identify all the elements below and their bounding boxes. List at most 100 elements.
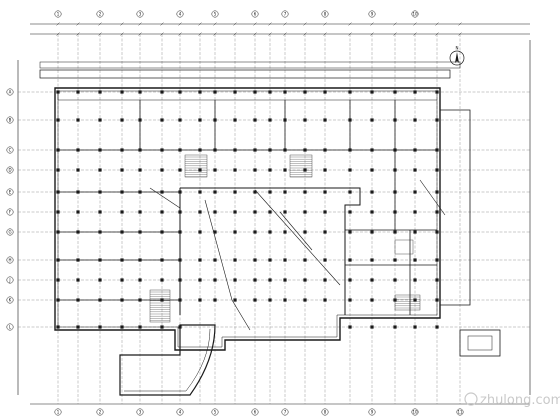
column-12 <box>76 118 80 122</box>
column-29 <box>98 258 102 262</box>
column-35 <box>120 148 124 152</box>
column-77 <box>198 90 202 94</box>
column-95 <box>213 278 217 282</box>
column-160 <box>348 168 352 172</box>
grid-bubble-top-3: 3 <box>136 10 144 18</box>
grid-bubble-left-D: D <box>6 166 14 174</box>
column-70 <box>178 190 182 194</box>
column-109 <box>253 148 257 152</box>
column-107 <box>253 90 257 94</box>
column-190 <box>413 90 417 94</box>
column-20 <box>76 298 80 302</box>
column-208 <box>435 258 439 262</box>
column-24 <box>98 148 102 152</box>
column-88 <box>213 118 217 122</box>
svg-text:8: 8 <box>324 11 327 16</box>
grid-bubble-left-H: H <box>6 256 14 264</box>
column-73 <box>178 258 182 262</box>
column-55 <box>160 90 164 94</box>
svg-text:K: K <box>9 297 12 302</box>
column-78 <box>198 118 202 122</box>
column-119 <box>268 148 272 152</box>
column-9 <box>56 298 60 302</box>
column-125 <box>268 278 272 282</box>
dimension-ticks <box>56 22 462 36</box>
column-120 <box>268 168 272 172</box>
column-74 <box>178 278 182 282</box>
svg-text:11: 11 <box>457 409 463 414</box>
column-72 <box>178 230 182 234</box>
column-185 <box>393 230 397 234</box>
column-197 <box>413 258 417 262</box>
column-114 <box>253 258 257 262</box>
svg-text:3: 3 <box>139 11 142 16</box>
column-90 <box>213 168 217 172</box>
column-183 <box>393 190 397 194</box>
svg-text:4: 4 <box>179 11 182 16</box>
column-173 <box>370 210 374 214</box>
column-174 <box>370 230 374 234</box>
interior-walls <box>58 100 437 315</box>
column-80 <box>198 168 202 172</box>
grid-bubble-bottom-9: 9 <box>368 408 376 416</box>
column-43 <box>120 325 124 329</box>
column-116 <box>253 298 257 302</box>
column-103 <box>233 230 237 234</box>
column-87 <box>213 90 217 94</box>
column-33 <box>120 90 124 94</box>
north-arrow: N <box>449 46 465 66</box>
svg-text:1: 1 <box>57 11 60 16</box>
column-115 <box>253 278 257 282</box>
column-67 <box>178 118 182 122</box>
column-63 <box>160 278 164 282</box>
column-110 <box>253 168 257 172</box>
svg-text:E: E <box>9 189 12 194</box>
grid-bubble-left-L: L <box>6 323 14 331</box>
column-140 <box>303 168 307 172</box>
column-7 <box>56 258 60 262</box>
column-193 <box>413 168 417 172</box>
column-53 <box>138 298 142 302</box>
column-112 <box>253 210 257 214</box>
column-205 <box>435 190 439 194</box>
column-163 <box>348 230 352 234</box>
column-0 <box>56 90 60 94</box>
column-17 <box>76 230 80 234</box>
svg-text:5: 5 <box>214 11 217 16</box>
column-11 <box>76 90 80 94</box>
column-51 <box>138 258 142 262</box>
column-96 <box>213 298 217 302</box>
column-164 <box>348 258 352 262</box>
svg-text:10: 10 <box>412 11 418 16</box>
column-13 <box>76 148 80 152</box>
grid-bubble-left-E: E <box>6 188 14 196</box>
column-122 <box>268 210 272 214</box>
column-21 <box>76 325 80 329</box>
grid-bubble-top-10: 10 <box>411 10 419 18</box>
grid-bubble-bottom-11: 11 <box>456 408 464 416</box>
column-86 <box>198 298 202 302</box>
grid-bubble-left-G: G <box>6 228 14 236</box>
column-31 <box>98 298 102 302</box>
stair-cores <box>149 154 421 323</box>
column-102 <box>233 210 237 214</box>
svg-text:8: 8 <box>324 409 327 414</box>
column-32 <box>98 325 102 329</box>
column-23 <box>98 118 102 122</box>
column-168 <box>370 90 374 94</box>
grid-bubble-bottom-10: 10 <box>411 408 419 416</box>
watermark-text: zhulong.com <box>480 393 560 408</box>
column-143 <box>303 230 307 234</box>
grid-bubble-bottom-5: 5 <box>211 408 219 416</box>
column-56 <box>160 118 164 122</box>
column-49 <box>138 210 142 214</box>
svg-text:1: 1 <box>57 409 60 414</box>
column-157 <box>348 90 352 94</box>
column-124 <box>268 258 272 262</box>
column-89 <box>213 148 217 152</box>
column-132 <box>283 210 287 214</box>
grid-bubble-left-A: A <box>6 88 14 96</box>
column-18 <box>76 258 80 262</box>
column-97 <box>233 90 237 94</box>
